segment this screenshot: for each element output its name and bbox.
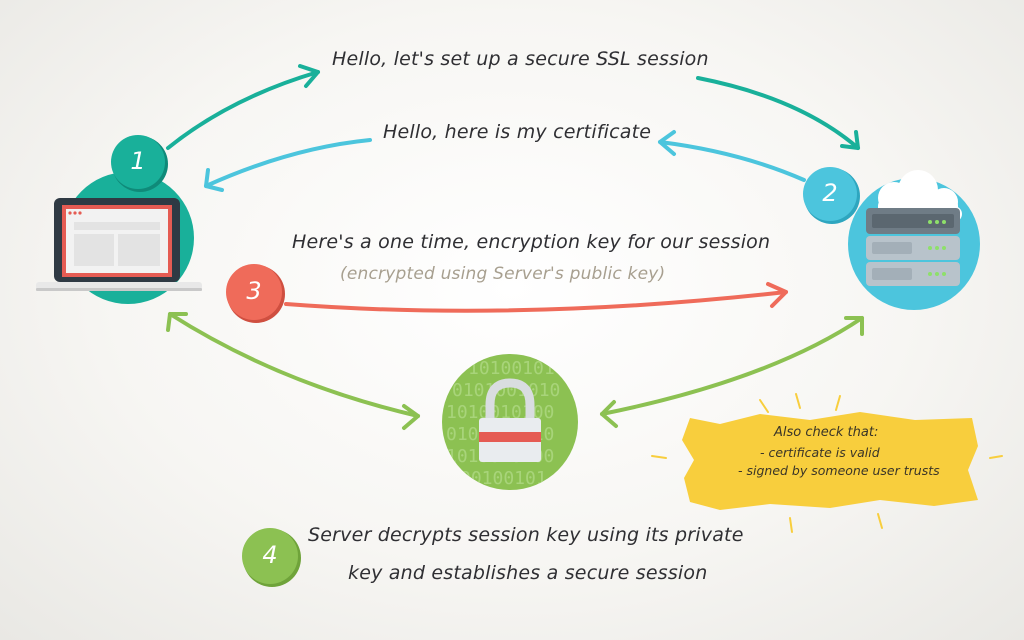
arrow-lock-client [168, 312, 420, 418]
step-badge-2 [803, 167, 860, 224]
step-number-3: 3 [246, 277, 262, 305]
arrow-client-hello-left [166, 70, 320, 150]
step-number-2: 2 [822, 179, 838, 207]
arrow-server-hello-left [204, 138, 372, 188]
laptop-icon [36, 172, 202, 304]
decrypt-label-line2: key and establishes a secure session [348, 562, 708, 584]
binary-line: 10100101 [468, 358, 555, 379]
note-item: - certificate is valid [760, 445, 880, 460]
server-icon [848, 170, 980, 310]
certificate-check-note: Also check that: - certificate is valid … [712, 425, 952, 480]
arrow-server-hello-right [658, 140, 806, 182]
arrow-lock-server [600, 316, 864, 416]
binary-line: 00100101 [460, 468, 547, 489]
arrow-client-hello-right [696, 76, 860, 150]
step-number-4: 4 [262, 541, 278, 569]
step-badge-4 [242, 528, 301, 587]
decrypt-label-line1: Server decrypts session key using its pr… [308, 524, 744, 546]
session-key-label: Here's a one time, encryption key for ou… [292, 231, 771, 253]
padlock-icon: 10100101 0101001010 1010010100 010100101… [442, 354, 578, 490]
step-badge-1 [111, 135, 168, 192]
note-title: Also check that: [774, 425, 879, 440]
note-highlight [651, 393, 1003, 533]
note-item: - signed by someone user trusts [738, 463, 940, 478]
server-hello-label: Hello, here is my certificate [383, 121, 652, 143]
arrow-session-key [284, 290, 788, 313]
session-key-note: (encrypted using Server's public key) [340, 264, 666, 284]
step-number-1: 1 [130, 147, 146, 175]
step-badge-3 [226, 264, 285, 323]
client-hello-label: Hello, let's set up a secure SSL session [332, 48, 709, 70]
